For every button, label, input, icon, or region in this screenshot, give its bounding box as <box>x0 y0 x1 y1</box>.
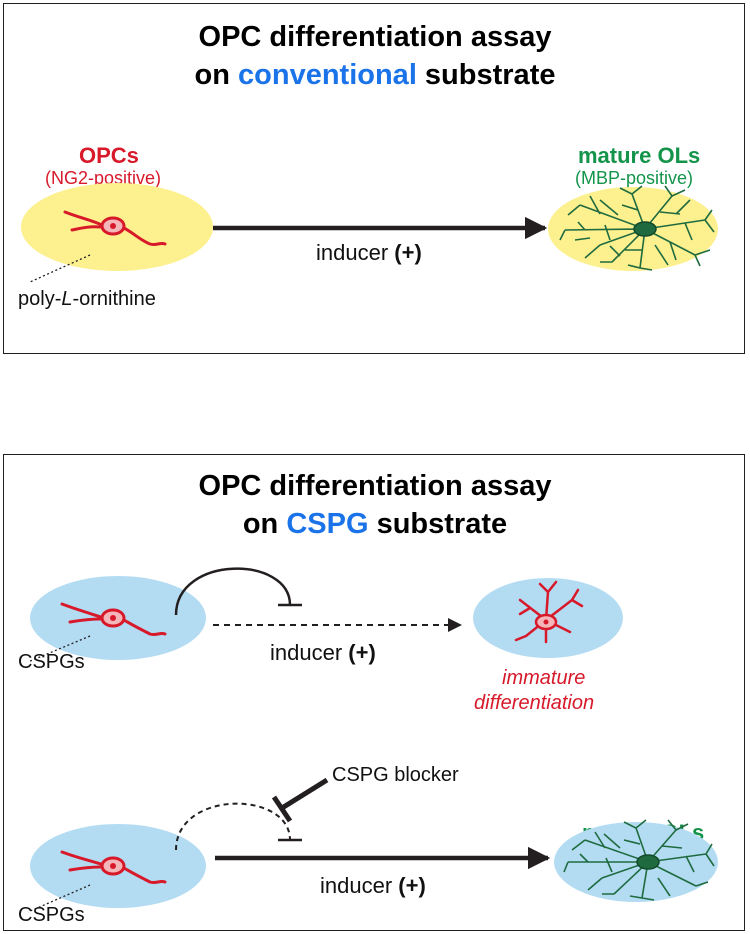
opc-cell-icon <box>63 210 167 247</box>
conventional-highlight: conventional <box>238 59 417 91</box>
opcs-label: OPCs <box>79 143 139 168</box>
cspg-highlight: CSPG <box>286 508 369 540</box>
immature-cell-icon <box>514 580 584 644</box>
mbp-positive-label: (MBP-positive) <box>575 168 694 188</box>
bottom-title-line1: OPC differentiation assay <box>198 470 552 502</box>
row1-opc-cell-icon <box>60 602 167 637</box>
top-substrate-leader <box>29 254 91 283</box>
mature-ols-label: mature OLs <box>578 143 701 168</box>
row1-inhibition-arc <box>174 567 292 616</box>
top-panel-title: OPC differentiation assay on conventiona… <box>0 18 750 94</box>
row1-inducer-label: inducer (+) <box>270 640 376 665</box>
cspg-blocker-bar <box>271 795 293 823</box>
immature-label: immature <box>502 667 586 689</box>
cspg-substrate-panel <box>3 454 745 931</box>
cspg-blocker-line <box>280 777 329 811</box>
differentiation-label: differentiation <box>474 692 595 714</box>
row2-cspgs-label: CSPGs <box>18 904 85 926</box>
row2-blocked-arc <box>175 802 291 851</box>
row1-dashed-arrowhead <box>448 618 462 632</box>
top-title-line2: on conventional substrate <box>194 59 556 91</box>
ng2-positive-label: (NG2-positive) <box>45 168 162 188</box>
cspg-blocker-label: CSPG blocker <box>332 764 459 786</box>
top-inducer-label: inducer (+) <box>316 240 422 265</box>
bottom-panel-title: OPC differentiation assay on CSPG substr… <box>0 467 750 543</box>
row1-cspgs-label: CSPGs <box>18 651 85 673</box>
top-title-line1: OPC differentiation assay <box>198 21 552 53</box>
row2-mature-ol-cell-icon <box>563 819 715 901</box>
bottom-title-line2: on CSPG substrate <box>242 508 508 540</box>
poly-l-ornithine-label: poly-L-ornithine <box>18 288 156 310</box>
mature-ol-cell-icon <box>559 185 715 271</box>
row2-opc-cell-icon <box>60 850 167 885</box>
conventional-substrate-panel <box>3 3 745 354</box>
row2-inducer-label: inducer (+) <box>320 873 426 898</box>
